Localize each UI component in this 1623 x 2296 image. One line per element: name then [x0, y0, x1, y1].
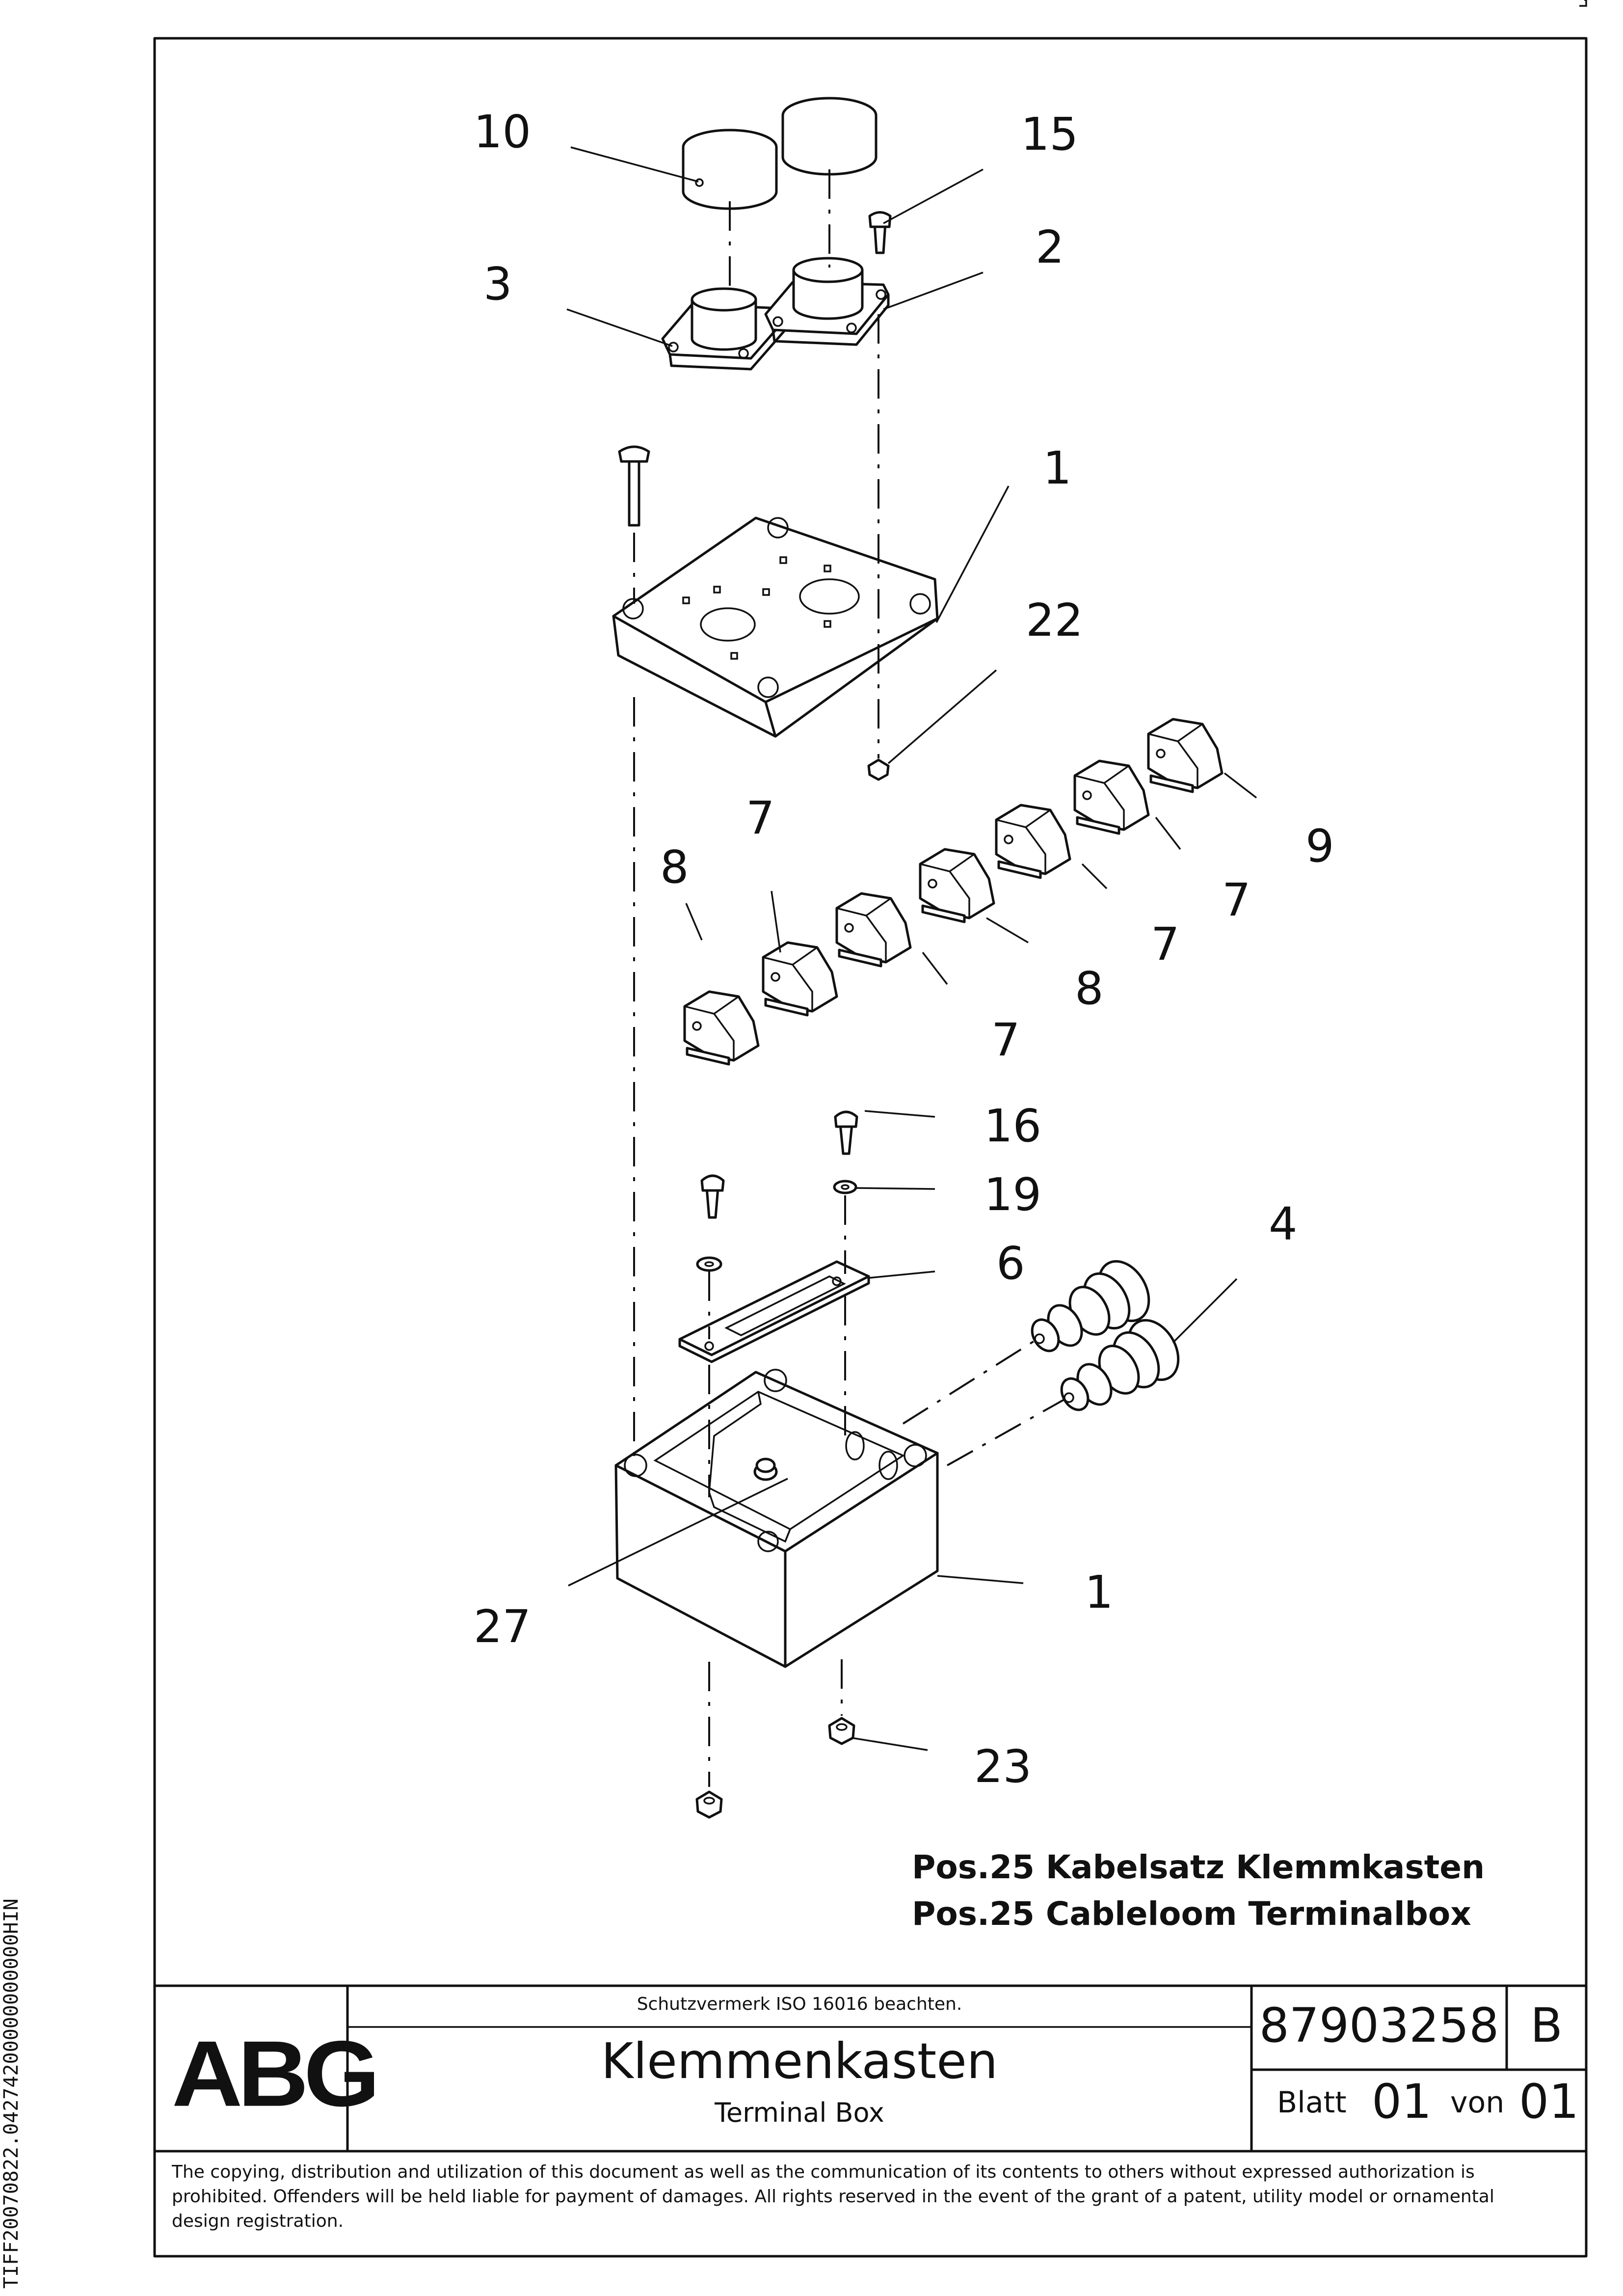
leader-line	[685, 903, 703, 941]
leader-line	[1081, 863, 1108, 890]
terminal-block-7a	[762, 941, 838, 1017]
terminal-block-7d	[1073, 759, 1150, 835]
assembly-axes	[633, 169, 1065, 1787]
company-logo: ABG	[172, 2022, 380, 2126]
title-german: Klemmenkasten	[601, 2032, 998, 2090]
copyright-footer: The copying, distribution and utilizatio…	[172, 2162, 1494, 2231]
callout-22: 22	[1026, 594, 1083, 647]
callout-1-lid: 1	[1043, 442, 1072, 494]
callout-8-mid: 8	[1075, 962, 1104, 1015]
sheet-total: 01	[1519, 2074, 1579, 2129]
terminal-block-8-left	[683, 990, 760, 1066]
sheet-number: 01	[1372, 2074, 1432, 2129]
callout-7-top: 7	[746, 792, 775, 844]
callout-4: 4	[1269, 1198, 1298, 1250]
sheet-label: Blatt	[1277, 2085, 1347, 2120]
terminal-block-7b	[835, 892, 912, 968]
cap-right	[781, 97, 878, 176]
terminal-block-9	[1147, 718, 1224, 793]
revision: B	[1530, 1998, 1563, 2053]
callout-15: 15	[1021, 108, 1078, 161]
button-module-right	[764, 257, 890, 346]
leader-line	[1224, 772, 1257, 799]
callout-27: 27	[474, 1600, 531, 1653]
of-label: von	[1450, 2085, 1505, 2120]
callout-numbers: 10 15 3 2 1 22 7 8 9 7 7 8 7 16 19 6 4 1…	[474, 106, 1334, 1793]
terminal-block-8-mid	[919, 848, 995, 923]
nut-22	[867, 758, 890, 781]
callout-6: 6	[996, 1237, 1025, 1290]
cable-gland-upper	[1031, 1260, 1150, 1352]
leader-line	[771, 891, 781, 953]
callout-3: 3	[483, 258, 512, 310]
callout-2: 2	[1036, 221, 1064, 273]
din-rail	[678, 1260, 870, 1363]
leader-lines	[566, 146, 1238, 1751]
callout-7-mid: 7	[1151, 918, 1180, 971]
leader-line	[922, 951, 948, 985]
screw-left-rail	[696, 1174, 725, 1272]
drawing-number: 87903258	[1259, 1998, 1499, 2053]
title-english: Terminal Box	[715, 2097, 884, 2128]
callout-16: 16	[984, 1100, 1041, 1152]
terminal-block-7c	[995, 804, 1071, 879]
callout-23: 23	[974, 1740, 1032, 1793]
protection-note: Schutzvermerk ISO 16016 beachten.	[637, 1994, 962, 2014]
screw-15	[868, 211, 892, 254]
note-pos-en: Pos.25 Cableloom Terminalbox	[912, 1895, 1471, 1933]
terminal-box-lid	[612, 516, 939, 738]
cap-left	[682, 129, 778, 210]
note-pos-de: Pos.25 Kabelsatz Klemmkasten	[912, 1848, 1485, 1886]
document-side-code: TIFF20070822.04274200000000000HIN	[0, 1898, 23, 2289]
callout-7-right: 7	[1222, 874, 1251, 926]
button-module-left	[661, 287, 787, 371]
callout-8-left: 8	[660, 841, 689, 893]
nut-23	[828, 1717, 855, 1745]
callout-7-low: 7	[991, 1014, 1020, 1066]
drawing-frame	[153, 0, 1588, 2258]
washer-19	[833, 1180, 857, 1194]
callout-9: 9	[1305, 820, 1334, 872]
terminal-blocks	[683, 718, 1257, 1066]
leader-line	[1155, 816, 1181, 850]
lid-screw	[618, 445, 650, 527]
callout-19: 19	[984, 1168, 1041, 1221]
screw-16	[834, 1110, 858, 1155]
callout-10: 10	[474, 106, 531, 158]
leader-line	[986, 917, 1029, 944]
callout-1-housing: 1	[1085, 1566, 1114, 1619]
cable-gland-lower	[1060, 1319, 1180, 1411]
terminal-box-housing	[614, 1369, 939, 1668]
nut-bottom-left	[695, 1790, 723, 1819]
